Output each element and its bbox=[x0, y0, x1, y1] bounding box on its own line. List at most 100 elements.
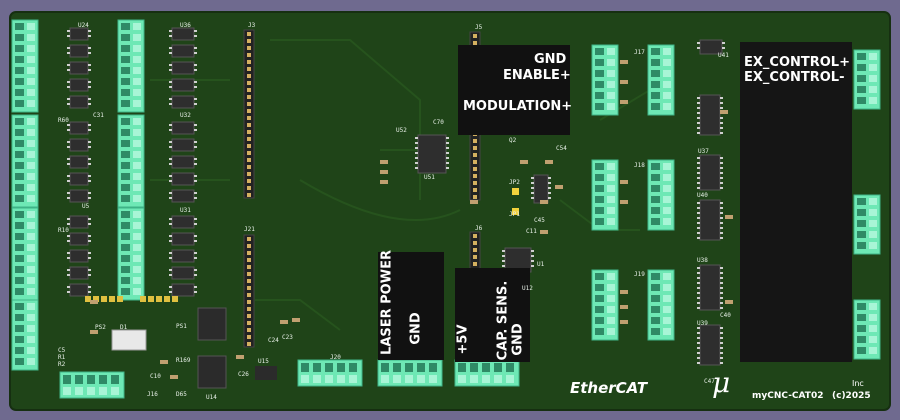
refdes-u14: U14 bbox=[206, 394, 217, 401]
ic-u51-pin bbox=[446, 152, 449, 154]
optocoupler-chip bbox=[69, 27, 89, 41]
terminal-mid-3-screw bbox=[607, 295, 615, 302]
smd-resistor bbox=[540, 230, 548, 234]
pin-header-j3-pin bbox=[247, 144, 251, 148]
terminal-col2-1-screw bbox=[133, 89, 141, 96]
pin-header-j21-pin bbox=[247, 321, 251, 325]
ic-u40-pin bbox=[720, 222, 723, 224]
terminal-col2-3 bbox=[117, 207, 145, 301]
refdes-j19: J19 bbox=[634, 271, 645, 278]
optocoupler-chip-pin bbox=[194, 175, 197, 177]
smd-resistor bbox=[520, 160, 528, 164]
terminal-j17-pin bbox=[651, 59, 660, 66]
optocoupler-chip-pin bbox=[88, 81, 91, 83]
terminal-mid-1-pin bbox=[595, 59, 604, 66]
optocoupler-chip bbox=[69, 44, 89, 58]
terminal-j18-pin bbox=[651, 196, 660, 203]
optocoupler-chip-pin bbox=[169, 129, 172, 131]
optocoupler-chip-pin bbox=[194, 129, 197, 131]
terminal-col2-1-pin bbox=[121, 34, 130, 41]
smd-resistor bbox=[280, 320, 288, 324]
smd-resistor bbox=[725, 215, 733, 219]
optocoupler-chip-pin bbox=[194, 252, 197, 254]
terminal-col2-1-pin bbox=[121, 78, 130, 85]
ic-mid-right-pin bbox=[720, 122, 723, 124]
optocoupler-chip-pin bbox=[88, 235, 91, 237]
terminal-left-1-pin bbox=[15, 56, 24, 63]
optocoupler-chip bbox=[171, 155, 195, 169]
terminal-mid-2-pin bbox=[595, 207, 604, 214]
optocoupler-chip bbox=[69, 95, 89, 109]
pin-header-j21-pin bbox=[247, 244, 251, 248]
pin-header-j21-pin bbox=[247, 335, 251, 339]
terminal-far-right-1-pin bbox=[857, 97, 866, 104]
terminal-left-4-screw bbox=[27, 314, 35, 321]
ic-u41-pin bbox=[722, 42, 725, 44]
ic-small-pin bbox=[548, 192, 551, 194]
ic-u40-pin bbox=[720, 227, 723, 229]
terminal-j16-screw bbox=[75, 387, 83, 395]
terminal-j20-pin bbox=[349, 363, 357, 372]
terminal-left-4-screw bbox=[27, 358, 35, 365]
terminal-mid-1-screw bbox=[607, 70, 615, 77]
terminal-left-3-screw bbox=[27, 244, 35, 251]
optocoupler-chip-pin bbox=[169, 64, 172, 66]
ic-u40-pin bbox=[720, 207, 723, 209]
refdes-u39: U39 bbox=[697, 320, 708, 327]
power-module-ps2 bbox=[111, 329, 147, 351]
terminal-col2-3-pin bbox=[121, 288, 130, 295]
terminal-cap-sens-pin bbox=[470, 363, 478, 372]
refdes-u41: U41 bbox=[718, 52, 729, 59]
optocoupler-chip-pin bbox=[194, 98, 197, 100]
optocoupler-chip bbox=[171, 172, 195, 186]
ic-u51-pin bbox=[415, 152, 418, 154]
ic-u51-pin bbox=[446, 157, 449, 159]
ic-u39-pin bbox=[697, 347, 700, 349]
refdes-u36: U36 bbox=[180, 22, 191, 29]
terminal-left-1-screw bbox=[27, 89, 35, 96]
optocoupler-chip-pin bbox=[67, 269, 70, 271]
terminal-left-3-screw bbox=[27, 277, 35, 284]
optocoupler-chip bbox=[69, 215, 89, 229]
terminal-j19-pin bbox=[651, 317, 660, 324]
terminal-j19-screw bbox=[663, 284, 671, 291]
terminal-col2-2-screw bbox=[133, 151, 141, 158]
ic-u40-pin bbox=[697, 202, 700, 204]
terminal-far-right-1-pin bbox=[857, 86, 866, 93]
refdes-u15: U15 bbox=[258, 358, 269, 365]
smd-resistor bbox=[725, 300, 733, 304]
terminal-col2-1-screw bbox=[133, 78, 141, 85]
optocoupler-chip-pin bbox=[67, 81, 70, 83]
pin-header-j21-pin bbox=[247, 328, 251, 332]
terminal-far-right-1-screw bbox=[869, 97, 877, 104]
pin-header-j3-pin bbox=[247, 123, 251, 127]
terminal-cap-sens-screw bbox=[494, 375, 502, 383]
pin-header-j3-pin bbox=[247, 74, 251, 78]
terminal-left-1-screw bbox=[27, 23, 35, 30]
optocoupler-chip-pin bbox=[194, 291, 197, 293]
optocoupler-chip-pin bbox=[169, 86, 172, 88]
terminal-mid-2-screw bbox=[607, 163, 615, 170]
terminal-mid-3-screw bbox=[607, 317, 615, 324]
optocoupler-chip-pin bbox=[67, 240, 70, 242]
terminal-left-3-pin bbox=[15, 244, 24, 251]
terminal-col2-3-screw bbox=[133, 222, 141, 229]
ic-u38-pin bbox=[697, 307, 700, 309]
ex-control-plus-label: EX_CONTROL+ bbox=[744, 55, 850, 70]
pin-header-j3-pin bbox=[247, 109, 251, 113]
refdes-j17: J17 bbox=[634, 49, 645, 56]
optocoupler-chip bbox=[69, 138, 89, 152]
terminal-mid-2-pin bbox=[595, 196, 604, 203]
terminal-left-4-screw bbox=[27, 336, 35, 343]
refdes-d65: D65 bbox=[176, 391, 187, 398]
refdes-ps1: PS1 bbox=[176, 323, 187, 330]
ic-small-pin bbox=[548, 197, 551, 199]
ic-u37-pin bbox=[697, 177, 700, 179]
refdes-q2: Q2 bbox=[509, 137, 517, 144]
optocoupler-chip bbox=[171, 266, 195, 280]
pin-header-j3-pin bbox=[247, 67, 251, 71]
terminal-left-2-pin bbox=[15, 129, 24, 136]
terminal-j18-pin bbox=[651, 174, 660, 181]
terminal-left-2 bbox=[11, 114, 39, 208]
pin-header-j21-pin bbox=[247, 293, 251, 297]
